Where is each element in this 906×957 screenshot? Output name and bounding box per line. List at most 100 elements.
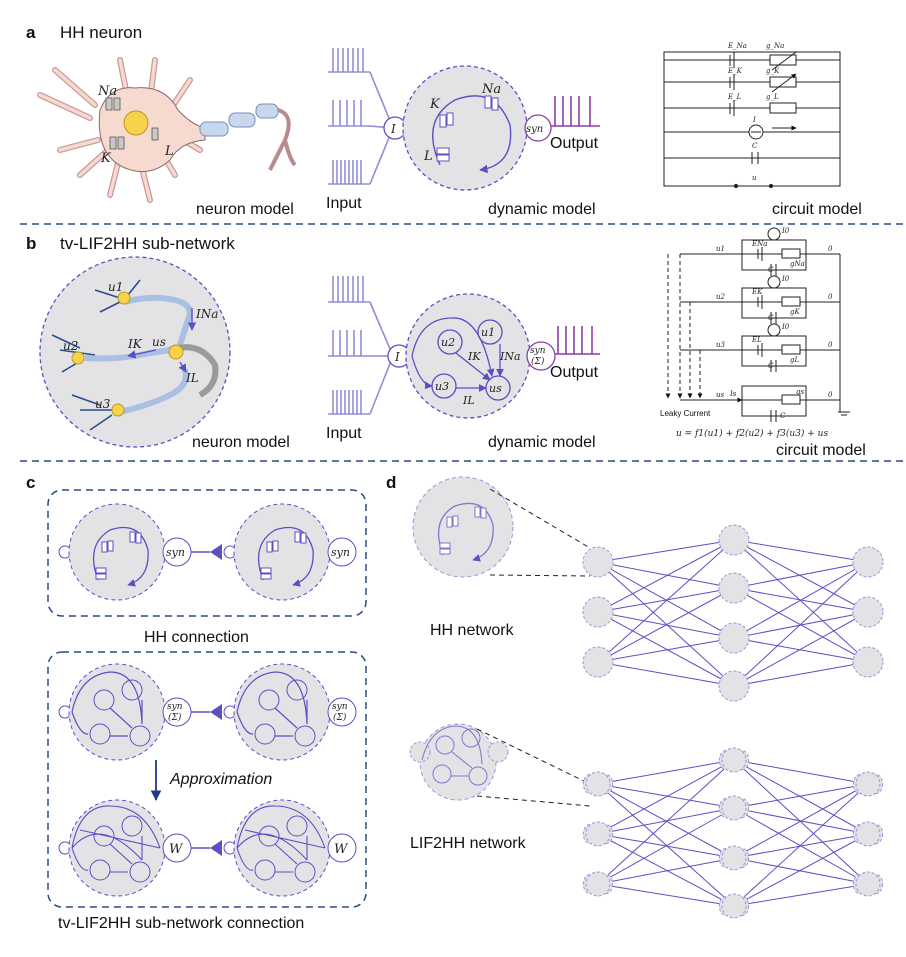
- lif-net-edge: [733, 857, 869, 885]
- cb-i0-1: I0: [781, 227, 790, 235]
- lif-net-edge: [597, 759, 735, 785]
- panel-d: d HH network LIF2HH netw: [386, 473, 884, 919]
- lif-net-node: [721, 795, 747, 821]
- panel-a-output-spikes: [551, 96, 600, 127]
- panel-a-circuit: [663, 51, 841, 189]
- hh-net-edge: [597, 637, 735, 663]
- dyn-k-label: K: [429, 97, 441, 112]
- panel-b-letter: b: [26, 234, 36, 253]
- lif-net-edges: [597, 759, 869, 907]
- hh-net-node: [718, 670, 750, 702]
- panel-b-neuron-caption: neuron model: [192, 434, 290, 451]
- sub-network-connection-box: [47, 651, 367, 908]
- hh-net-edge: [733, 561, 869, 687]
- panel-b-circuit-caption: circuit model: [776, 442, 866, 459]
- cb-i0-3: I0: [781, 323, 790, 331]
- cb-ek: EK: [751, 288, 763, 296]
- panel-d-letter: d: [386, 473, 396, 492]
- panel-b: b tv-LIF2HH sub-network u1 u2 u3 us INa …: [26, 227, 866, 459]
- hh-net-edge: [733, 561, 869, 589]
- c-hh-syn-1: syn: [166, 546, 185, 559]
- lif-net-node: [721, 845, 747, 871]
- hh-network-graph: [582, 524, 884, 702]
- cb-c-4: C: [780, 412, 786, 420]
- lif-net-edge: [733, 759, 869, 785]
- dyn-u1: u1: [481, 326, 495, 339]
- hh-net-node: [852, 646, 884, 678]
- panel-a-title: HH neuron: [60, 23, 142, 42]
- hh-net-edge: [733, 661, 869, 687]
- lif-net-node: [855, 771, 881, 797]
- cb-gna: gNa: [790, 260, 805, 268]
- hh-net-node: [582, 646, 614, 678]
- panel-a-output-label: Output: [550, 135, 599, 152]
- c-sub-sigma-2: (Σ): [333, 712, 347, 723]
- hh-net-node: [718, 572, 750, 604]
- panel-a-current-i: I: [390, 122, 396, 136]
- cb-ena: ENa: [751, 240, 767, 248]
- hh-net-edge: [597, 587, 735, 663]
- hh-net-edge: [597, 539, 735, 613]
- dyn-l-label: L: [423, 149, 433, 164]
- circuit-g-na: g_Na: [766, 42, 784, 50]
- sub-network-connection-caption: tv-LIF2HH sub-network connection: [58, 915, 304, 932]
- dyn-il: IL: [462, 394, 475, 407]
- hh-connection-neurons: syn syn: [58, 503, 357, 601]
- lif-net-edge: [733, 783, 869, 907]
- lif-net-edge: [733, 759, 869, 835]
- hh-net-node: [852, 546, 884, 578]
- lif-net-node: [721, 893, 747, 919]
- hh-net-edge: [733, 611, 869, 639]
- lif2hh-network-caption: LIF2HH network: [410, 835, 527, 852]
- c-w-2: W: [334, 842, 349, 857]
- cb-el: EL: [751, 336, 762, 344]
- panel-b-syn: syn: [530, 346, 546, 356]
- cb-equation: u = f1(u1) + f2(u2) + f3(u3) + us: [676, 428, 828, 439]
- cb-u2: u2: [716, 293, 726, 301]
- panel-b-input-spikes: [328, 276, 394, 415]
- c-w-1: W: [169, 842, 184, 857]
- c-sub-syn-1: syn: [167, 702, 183, 712]
- illus-ina: INa: [195, 307, 218, 321]
- circuit-e-k: E_K: [727, 67, 743, 75]
- lif-net-edge: [733, 783, 869, 859]
- c-sub-sigma-1: (Σ): [168, 712, 182, 723]
- lif-net-edge: [597, 759, 735, 835]
- illus-us: us: [152, 335, 166, 349]
- circuit-g-l: g_L: [766, 93, 779, 101]
- hh-net-node: [582, 596, 614, 628]
- circuit-e-l: E_L: [727, 93, 742, 101]
- hh-connection-box: [47, 489, 367, 617]
- panel-a-syn: syn: [526, 124, 543, 135]
- lif-net-node: [585, 771, 611, 797]
- cb-us: us: [716, 391, 725, 399]
- hh-net-edge: [597, 539, 735, 663]
- circuit-c: C: [752, 142, 758, 150]
- neuron-l-label: L: [164, 144, 174, 159]
- sub-network-connection-top: syn (Σ) syn (Σ): [58, 663, 357, 761]
- hh-net-edge: [597, 539, 735, 563]
- circuit-g-k: g_K: [766, 67, 780, 75]
- lif2hh-network-zoom-neuron: [409, 723, 591, 807]
- cb-zero-1: 0: [828, 245, 833, 253]
- cb-zero-3: 0: [828, 341, 833, 349]
- hh-net-edge: [733, 611, 869, 687]
- panel-a-dynamic-model: I K Na L syn: [383, 65, 552, 191]
- hh-neuron-illustration: Na K L: [37, 57, 297, 203]
- panel-a-input-label: Input: [326, 195, 362, 212]
- lif2hh-network-graph: [582, 747, 884, 919]
- approximation-label: Approximation: [169, 771, 272, 788]
- hh-net-edge: [733, 539, 869, 563]
- neuron-k-label: K: [100, 151, 112, 166]
- c-sub-syn-2: syn: [332, 702, 348, 712]
- lif-net-edge: [597, 883, 735, 907]
- hh-net-edge: [733, 561, 869, 639]
- cb-leaky-current: Leaky Current: [660, 409, 711, 418]
- cb-zero-2: 0: [828, 293, 833, 301]
- panel-b-circuit-labels: u1 u2 u3 us 0 0 0 0 I0 I0 I0 ENa gNa EK …: [660, 227, 833, 439]
- panel-a-letter: a: [26, 23, 36, 42]
- lif-net-edge: [597, 759, 735, 885]
- lif-net-edge: [597, 783, 735, 809]
- panel-b-dynamic-caption: dynamic model: [488, 434, 596, 451]
- hh-net-edge: [597, 661, 735, 687]
